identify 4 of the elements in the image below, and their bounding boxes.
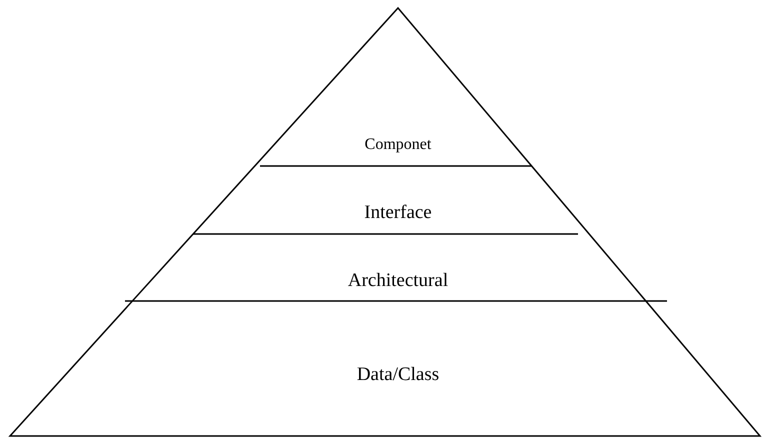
- level-label: Data/Class: [356, 364, 440, 386]
- level-label: Interface: [364, 202, 432, 224]
- level-label: Componet: [364, 136, 432, 154]
- level-label: Architectural: [348, 270, 448, 292]
